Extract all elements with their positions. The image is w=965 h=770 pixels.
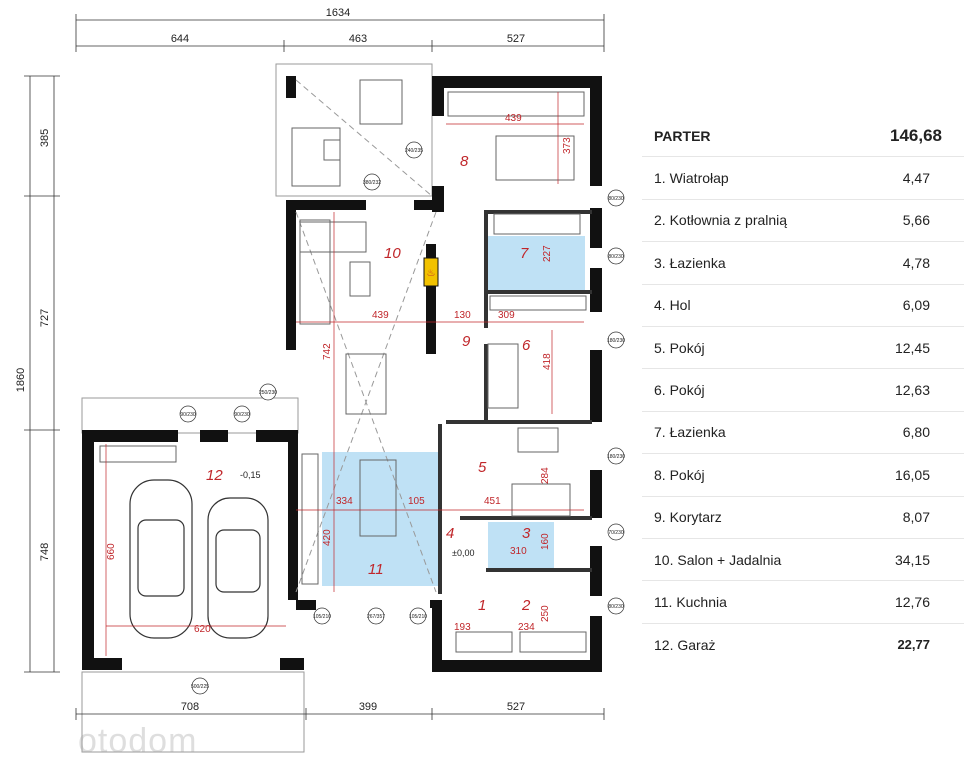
watermark: otodom xyxy=(78,722,198,760)
inner-dim-2-depth: 250 xyxy=(540,605,551,622)
svg-text:180/230: 180/230 xyxy=(607,454,625,460)
inner-dim-11-width: 334 xyxy=(336,496,353,507)
dim-left-3: 748 xyxy=(39,543,51,561)
inner-dim-8-depth: 373 xyxy=(562,137,573,154)
inner-dim-3-depth: 160 xyxy=(540,533,551,550)
room-number-1: 1 xyxy=(478,597,486,614)
kitchen-11-fill xyxy=(322,452,438,586)
inner-dim-6-depth: 418 xyxy=(542,353,553,370)
floor-plan: ♨ xyxy=(15,7,625,753)
svg-text:90/230: 90/230 xyxy=(180,412,196,418)
dim-left-total: 1860 xyxy=(15,368,27,392)
inner-dim-12-width: 620 xyxy=(194,624,211,635)
svg-text:80/230: 80/230 xyxy=(608,196,624,202)
dim-top-1: 644 xyxy=(171,33,189,45)
svg-text:240/235: 240/235 xyxy=(405,148,423,154)
inner-dim-8-width: 439 xyxy=(505,113,522,124)
dim-top-3: 527 xyxy=(507,33,525,45)
room-number-4: 4 xyxy=(446,525,454,542)
svg-text:90/230: 90/230 xyxy=(234,412,250,418)
inner-dim-5-depth: 284 xyxy=(540,467,551,484)
inner-dim-12-depth: 660 xyxy=(106,543,117,560)
inner-dim-1-width: 193 xyxy=(454,622,471,633)
walls xyxy=(82,76,602,672)
svg-text:500/225: 500/225 xyxy=(191,684,209,690)
level-garage: -0,15 xyxy=(240,470,261,480)
table-header: PARTER 146,68 xyxy=(642,115,964,158)
inner-dim-5-width: 451 xyxy=(484,496,501,507)
terraces xyxy=(81,63,433,753)
svg-text:180/230: 180/230 xyxy=(607,338,625,344)
svg-text:80/230: 80/230 xyxy=(608,254,624,260)
cars xyxy=(129,479,269,639)
bathroom-7-fill xyxy=(485,236,585,290)
room-number-9: 9 xyxy=(462,333,471,350)
room-number-10: 10 xyxy=(384,245,401,262)
inner-dimension-lines xyxy=(105,92,584,656)
door-tags: 240/235 380/232 80/230 80/230 180/230 25… xyxy=(179,141,625,695)
svg-text:70/230: 70/230 xyxy=(608,530,624,536)
svg-text:250/230: 250/230 xyxy=(259,390,277,396)
floor-label: PARTER xyxy=(654,127,711,144)
dimension-lines xyxy=(24,14,605,720)
fireplace-icon xyxy=(423,257,439,287)
dim-bottom-1: 708 xyxy=(181,701,199,713)
dim-top-2: 463 xyxy=(349,33,367,45)
inner-dim-11-depth: 420 xyxy=(322,529,333,546)
furniture xyxy=(99,79,587,653)
svg-text:105/210: 105/210 xyxy=(409,614,427,620)
inner-dim-9-width: 130 xyxy=(454,310,471,321)
inner-dim-10-depth: 742 xyxy=(322,343,333,360)
svg-text:105/210: 105/210 xyxy=(313,614,331,620)
inner-dim-6-width: 309 xyxy=(498,310,515,321)
svg-text:267/357: 267/357 xyxy=(367,614,385,620)
room-number-7: 7 xyxy=(520,245,529,262)
svg-text:380/232: 380/232 xyxy=(363,180,381,186)
inner-dim-hall-width: 105 xyxy=(408,496,425,507)
dim-left-1: 385 xyxy=(39,129,51,147)
dim-bottom-3: 527 xyxy=(507,701,525,713)
room-number-11: 11 xyxy=(368,561,384,578)
svg-text:80/230: 80/230 xyxy=(608,604,624,610)
bathroom-3-fill xyxy=(488,522,554,570)
inner-dim-2-width: 234 xyxy=(518,622,535,633)
room-number-3: 3 xyxy=(522,525,531,542)
room-number-6: 6 xyxy=(522,337,531,354)
level-hall: ±0,00 xyxy=(452,548,474,558)
dim-top-total: 1634 xyxy=(326,7,350,19)
inner-dim-3-width: 310 xyxy=(510,546,527,557)
dim-left-2: 727 xyxy=(39,309,51,327)
svg-text:♨: ♨ xyxy=(427,268,436,279)
room-number-2: 2 xyxy=(521,597,531,614)
wet-rooms xyxy=(322,236,585,586)
dim-bottom-2: 399 xyxy=(359,701,377,713)
room-number-5: 5 xyxy=(478,459,487,476)
floor-total: 146,68 xyxy=(890,125,942,145)
room-number-12: 12 xyxy=(206,467,223,484)
ceiling-lines xyxy=(295,79,437,593)
room-number-8: 8 xyxy=(460,153,469,170)
inner-dim-10-width: 439 xyxy=(372,310,389,321)
inner-dim-7-depth: 227 xyxy=(542,245,553,262)
